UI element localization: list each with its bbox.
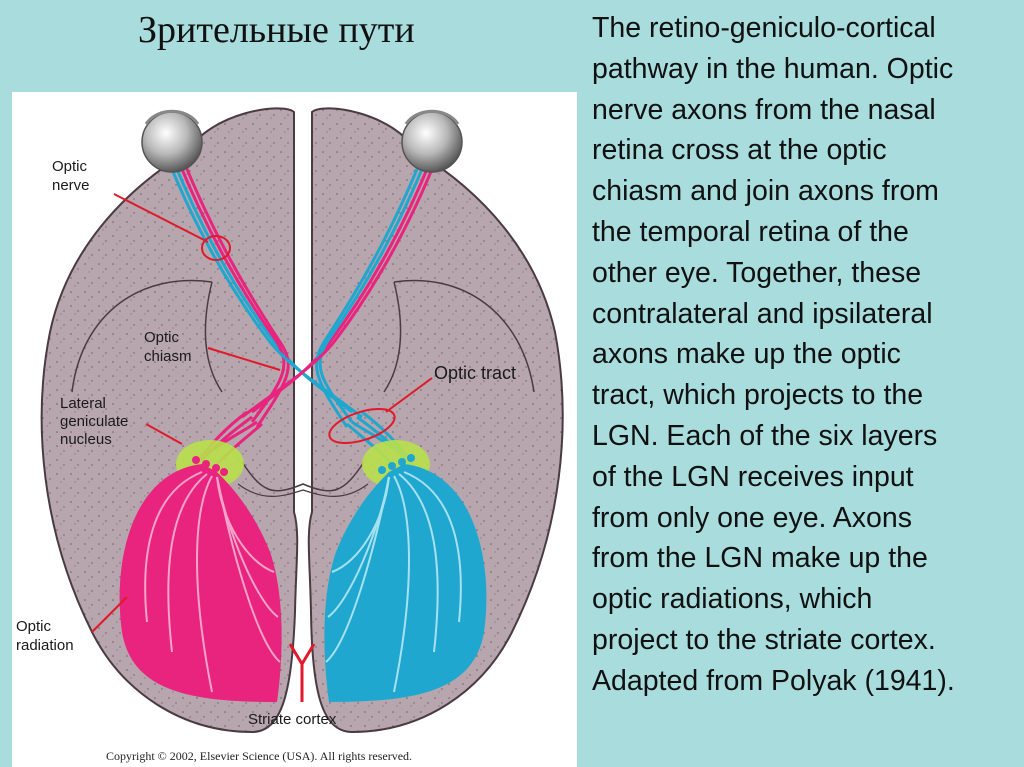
description-line: chiasm and join axons from	[592, 175, 939, 208]
description-line: The retino-geniculo-cortical	[592, 12, 936, 44]
optic-tract-label: Optic tract	[434, 363, 516, 383]
description-line: optic radiations, which	[592, 583, 873, 616]
description-text: The retino-geniculo-cortical pathway in …	[592, 8, 1017, 702]
description-line: tract, which projects to the	[592, 379, 924, 412]
lgn-label-2: geniculate	[60, 413, 128, 430]
description-line: axons make up the optic	[592, 338, 901, 371]
right-eye	[401, 109, 463, 173]
lgn-label-1: Lateral	[60, 395, 106, 412]
description-line: pathway in the human. Optic	[592, 52, 954, 85]
striate-cortex-label: Striate cortex	[248, 711, 337, 728]
right-optic-radiation	[324, 464, 487, 702]
lgn-pointer	[145, 423, 183, 445]
optic-nerve-label-2: nerve	[52, 177, 90, 194]
description-line: project to the striate cortex.	[592, 623, 936, 656]
copyright-text: Copyright © 2002, Elsevier Science (USA)…	[106, 749, 412, 763]
description-line: from the LGN make up the	[592, 542, 928, 575]
description-line: other eye. Together, these	[592, 256, 922, 289]
brain-diagram: Optic nerve Optic chiasm Optic tract Lat…	[16, 107, 564, 763]
lgn-label-3: nucleus	[60, 431, 112, 448]
optic-radiation-label-1: Optic	[16, 618, 52, 635]
striate-cortex-marker	[288, 643, 316, 702]
optic-radiation-label-2: radiation	[16, 637, 74, 654]
description-line: LGN. Each of the six layers	[592, 419, 938, 452]
optic-chiasm-label-2: chiasm	[144, 348, 192, 365]
description-line: contralateral and ipsilateral	[592, 297, 933, 330]
optic-nerve-pointer	[113, 193, 209, 243]
optic-chiasm-pointer	[207, 347, 281, 371]
right-optic-nerve	[241, 156, 439, 428]
optic-tract-pointer	[385, 377, 433, 413]
description-line: from only one eye. Axons	[592, 501, 913, 534]
description-line: Adapted from Polyak (1941).	[592, 664, 955, 697]
optic-radiation-pointer	[91, 596, 128, 633]
description-line: nerve axons from the nasal	[592, 93, 936, 126]
left-eye	[141, 109, 203, 173]
optic-nerve-label-1: Optic	[52, 158, 88, 175]
description-line: of the LGN receives input	[592, 460, 914, 493]
left-optic-radiation	[119, 464, 282, 702]
description-line: the temporal retina of the	[592, 215, 909, 248]
slide-title: Зрительные пути	[138, 9, 415, 51]
description-line: retina cross at the optic	[592, 134, 887, 167]
optic-chiasm-label-1: Optic	[144, 329, 180, 346]
visual-pathway-figure: Optic nerve Optic chiasm Optic tract Lat…	[12, 92, 577, 767]
